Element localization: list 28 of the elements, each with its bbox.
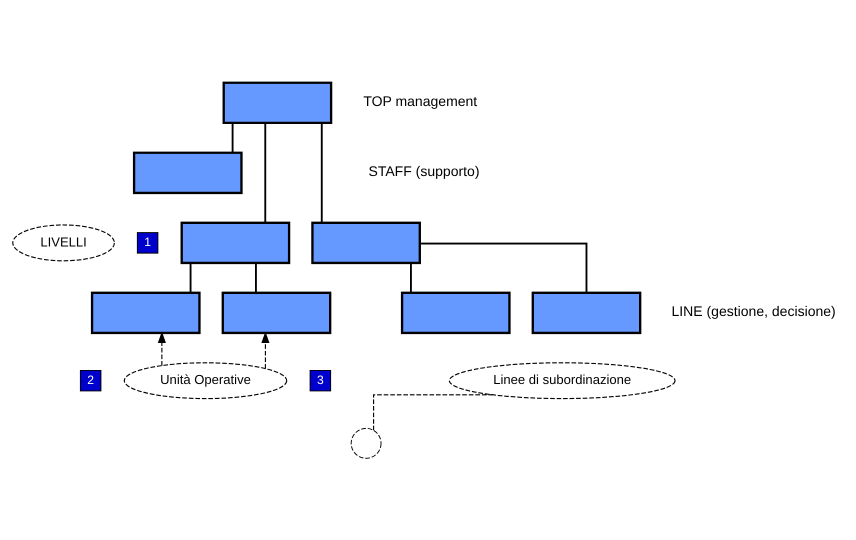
arrow — [261, 330, 270, 368]
label: STAFF (supporto) — [368, 162, 480, 179]
node-box — [180, 221, 290, 264]
connector — [190, 262, 192, 292]
label: 3 — [316, 372, 324, 386]
connector — [373, 394, 494, 430]
label: 1 — [144, 234, 151, 249]
node-box — [132, 151, 243, 194]
node-circle — [350, 427, 382, 458]
node-box — [311, 221, 421, 264]
connector — [410, 262, 412, 292]
connector — [420, 242, 588, 292]
connector — [232, 122, 234, 152]
connector — [255, 262, 257, 292]
node-box — [400, 291, 511, 334]
label: TOP management — [363, 92, 478, 109]
connector — [264, 122, 266, 222]
node-box — [222, 291, 332, 334]
node-ellipse: LIVELLI — [12, 224, 115, 261]
node-box — [90, 291, 201, 334]
node-box — [222, 81, 332, 124]
arrow — [158, 330, 166, 366]
node-ellipse: Unità Operative — [124, 362, 288, 399]
label: LINE (gestione, decisione) — [672, 302, 836, 319]
node-ellipse: Linee di subordinazione — [448, 362, 676, 399]
node-box — [532, 291, 642, 334]
connector — [320, 122, 323, 222]
label: 2 — [87, 372, 94, 386]
